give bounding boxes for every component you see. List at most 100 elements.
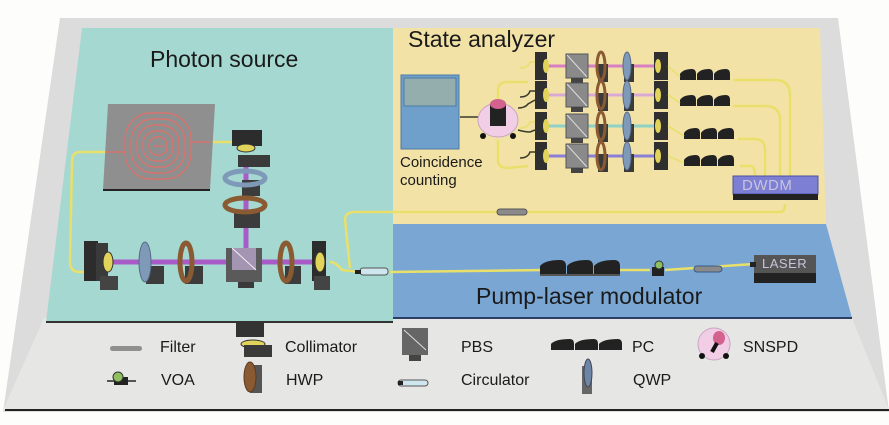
analyzer-pbs-diag-3 xyxy=(566,114,588,138)
analyzer-pc-3-1 xyxy=(684,128,700,139)
analyzer-fiber-in-3 xyxy=(519,121,535,129)
filter-fiber-loop xyxy=(496,208,528,216)
legend-label-collimator: Collimator xyxy=(285,339,358,356)
analyzer-fiber-in-2 xyxy=(519,90,535,98)
fiber-pc-to-dwdm-3 xyxy=(738,137,767,176)
qwp-vertical xyxy=(222,168,268,196)
analyzer-qwp-3 xyxy=(622,111,632,141)
analyzer-pc-3-3 xyxy=(718,128,734,139)
pbs-center xyxy=(226,247,262,288)
fiber-chip-left xyxy=(68,150,106,274)
collimator-icon xyxy=(236,323,272,357)
spiral-waveguide xyxy=(106,112,210,180)
analyzer-pc-4-2 xyxy=(701,155,717,166)
analyzer-pc-2-2 xyxy=(697,95,713,106)
snspd-detector xyxy=(477,99,519,139)
analyzer-pc-4-1 xyxy=(684,155,700,166)
analyzer-pc-1-3 xyxy=(714,69,730,80)
dwdm-device xyxy=(732,175,819,200)
fiber-pc-to-dwdm-2 xyxy=(733,104,782,176)
collimator-right xyxy=(312,241,330,290)
analyzer-qwp-4 xyxy=(622,141,632,171)
legend-icons xyxy=(107,323,731,394)
analyzer-collimator-out-lens-3 xyxy=(655,119,661,133)
collimator-top xyxy=(232,130,270,167)
legend-label-pbs: PBS xyxy=(461,339,494,356)
analyzer-fiber-in-1 xyxy=(519,61,535,69)
legend-label-qwp: QWP xyxy=(633,372,672,389)
state-analyzer-title: State analyzer xyxy=(408,26,556,52)
pc-modulator xyxy=(540,260,620,276)
fiber-snspd-down xyxy=(496,140,529,170)
analyzer-collimator-in-lens-3 xyxy=(543,119,549,133)
region-photon-source xyxy=(46,28,393,322)
legend-label-pc: PC xyxy=(632,339,655,356)
analyzer-collimator-in-lens-1 xyxy=(543,59,549,73)
circulator xyxy=(355,267,389,276)
coincidence-counting-label-1: Coincidence xyxy=(400,154,483,171)
analyzer-collimator-out-lens-2 xyxy=(655,88,661,102)
collimator-left xyxy=(84,241,118,290)
legend-label-filter: Filter xyxy=(160,339,196,356)
analyzer-array xyxy=(519,50,734,173)
circulator-icon xyxy=(397,379,429,387)
spiral-waveguide-chip xyxy=(103,104,215,191)
coincidence-counter xyxy=(400,74,460,150)
fiber-lines xyxy=(68,78,792,274)
analyzer-pbs-diag-2 xyxy=(566,83,588,107)
legend-label-voa: VOA xyxy=(161,372,195,389)
analyzer-pbs-base-4 xyxy=(571,168,583,173)
analyzer-fiber-out-2 xyxy=(667,94,681,104)
qwp-icon xyxy=(582,358,593,394)
photon-source-title: Photon source xyxy=(150,46,299,72)
analyzer-collimator-in-lens-2 xyxy=(543,88,549,102)
cable-snspd-2 xyxy=(517,129,536,133)
analyzer-collimator-in-1 xyxy=(535,52,547,80)
analyzer-hwp-3 xyxy=(595,110,607,142)
filter-icon xyxy=(110,346,142,351)
cable-snspd-1 xyxy=(517,99,536,109)
analyzer-collimator-in-3 xyxy=(535,112,547,140)
hwp-icon xyxy=(243,361,262,393)
analyzer-hwp-2 xyxy=(595,79,607,111)
analyzer-pc-2-1 xyxy=(680,95,696,106)
voa-modulator xyxy=(652,260,664,276)
hwp-horizontal-2 xyxy=(277,240,301,284)
filter-modulator xyxy=(693,265,723,273)
coincidence-counting-label-2: counting xyxy=(400,172,457,189)
photon-source-optics xyxy=(84,130,389,290)
fiber-pc-to-dwdm-4 xyxy=(740,164,757,177)
legend-label-snspd: SNSPD xyxy=(743,339,799,356)
analyzer-hwp-4 xyxy=(595,140,607,172)
qwp-horizontal xyxy=(138,241,164,284)
analyzer-pbs-diag-1 xyxy=(566,54,588,78)
analyzer-pc-1-1 xyxy=(680,69,696,80)
laser-label: LASER xyxy=(762,256,808,271)
detector-cables xyxy=(460,99,536,133)
pump-laser-modulator-title: Pump-laser modulator xyxy=(476,283,703,309)
pbs-icon xyxy=(402,328,428,361)
fiber-source-to-circulator xyxy=(329,260,361,274)
fiber-circulator-to-laser xyxy=(389,268,546,274)
analyzer-qwp-1 xyxy=(622,51,632,81)
analyzer-pc-4-3 xyxy=(718,155,734,166)
analyzer-collimator-in-2 xyxy=(535,81,547,109)
hwp-vertical xyxy=(222,195,268,228)
hwp-horizontal-1 xyxy=(177,240,203,284)
dwdm-label: DWDM xyxy=(742,177,793,194)
analyzer-pbs-base-1 xyxy=(571,78,583,83)
analyzer-fiber-out-3 xyxy=(667,125,685,137)
fiber-loop-up xyxy=(343,203,787,269)
legend-label-circulator: Circulator xyxy=(461,372,530,389)
legend-label-hwp: HWP xyxy=(286,372,324,389)
analyzer-fiber-out-4 xyxy=(667,155,685,164)
analyzer-collimator-in-4 xyxy=(535,142,547,170)
pc-icon xyxy=(551,339,622,350)
snspd-icon xyxy=(697,327,731,361)
platform-legend-area xyxy=(3,318,889,410)
analyzer-pc-1-2 xyxy=(697,69,713,80)
analyzer-collimator-in-lens-4 xyxy=(543,149,549,163)
analyzer-pc-3-2 xyxy=(701,128,717,139)
analyzer-pbs-base-3 xyxy=(571,138,583,143)
